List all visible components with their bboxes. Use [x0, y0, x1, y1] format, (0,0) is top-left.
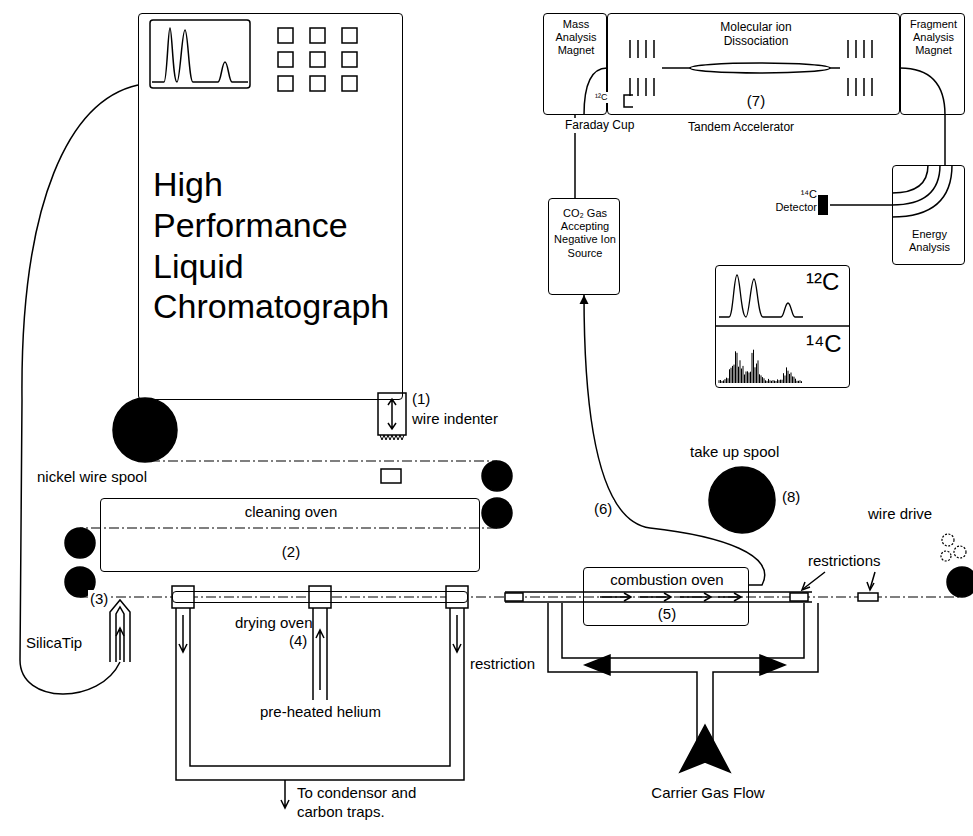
nickel-wire [80, 461, 962, 597]
drying-oven-tube: drying oven(4) [172, 591, 468, 603]
label: wire drive [866, 505, 934, 524]
ion-source-box: CO₂ Gas Accepting Negative Ion Source [548, 198, 620, 295]
energy-analyzer-arc [892, 165, 928, 193]
beam-line [945, 115, 946, 165]
gas-transfer-line [580, 295, 765, 585]
silicatip [110, 600, 130, 662]
label: pre-heated helium [258, 703, 383, 722]
oven-box: combustion oven (5) [583, 567, 749, 626]
flow-arrow [179, 615, 461, 652]
exhaust-pipe [176, 608, 464, 780]
label: (1) [410, 390, 432, 409]
label: Faraday Cup [563, 118, 636, 133]
restriction-tube [505, 593, 523, 601]
node-text: Mass Analysis Magnet [546, 18, 606, 58]
node-text: (4) [289, 632, 313, 650]
label: To condensor and carbon traps. [295, 784, 449, 822]
node-text: Molecular ion Dissociation [701, 20, 811, 49]
label: (3) [88, 590, 110, 609]
arrowhead [580, 295, 589, 304]
node-text: High Performance Liquid Chromatograph [153, 164, 401, 327]
node-text: Energy Analysis [895, 228, 964, 254]
label: SilicaTip [24, 634, 84, 653]
carrier-gas-arrow [585, 655, 610, 675]
indenter-anvil [381, 469, 401, 483]
detector-block [818, 195, 828, 215]
label: (8) [780, 488, 802, 507]
indenter-teeth [380, 435, 404, 440]
drying-oven-fittings [172, 586, 468, 608]
beam-line [830, 205, 892, 206]
label: restriction [468, 655, 537, 674]
oven-box: cleaning oven (2) [100, 498, 480, 572]
node-text: cleaning oven [101, 503, 481, 521]
label: wire indenter [410, 410, 500, 429]
node-text: (7) [745, 92, 767, 110]
wire-drive-gears [941, 534, 966, 561]
node-text: drying oven [235, 614, 325, 632]
accelerator-box: Molecular ion Dissociation(7)Tandem Acce… [607, 13, 900, 115]
node-text: CO₂ Gas Accepting Negative Ion Source [553, 207, 617, 260]
indenter-arrow [388, 399, 396, 429]
energy-analysis-box: Energy Analysis [892, 165, 965, 265]
energy-analyzer-arc [892, 165, 940, 205]
carrier-gas-pipe [548, 603, 818, 760]
combustion-flow-arrows [624, 593, 741, 601]
label: ¹²C [593, 92, 610, 103]
energy-analyzer-arc [892, 165, 952, 217]
label: Carrier Gas Flow [642, 784, 774, 803]
magnet-box: Fragment Analysis Magnet [900, 13, 965, 115]
carrier-gas-arrow [680, 725, 730, 772]
accelerator-plates [630, 40, 872, 96]
leader-arrowhead [802, 582, 874, 590]
node-text: combustion oven [584, 571, 750, 589]
faraday-cup [624, 95, 633, 107]
flow-arrow [316, 630, 324, 690]
label: nickel wire spool [35, 468, 149, 487]
spectra-panel: ¹²C ¹⁴C [715, 265, 850, 388]
label: take up spool [688, 443, 781, 462]
hplc-buttons [278, 28, 357, 91]
hplc-screen [150, 20, 250, 88]
node-text: Fragment Analysis Magnet [903, 18, 964, 58]
node-text: Tandem Accelerator [688, 120, 808, 134]
carrier-gas-arrow [760, 655, 785, 675]
leader-line [803, 572, 875, 589]
node-text: ¹⁴C Detector [770, 188, 817, 214]
combustion-tube [505, 592, 812, 602]
detector: ¹⁴C Detector [770, 182, 830, 228]
flow-arrow [116, 628, 124, 660]
label: restrictions [806, 552, 883, 571]
stripper-tube [690, 63, 830, 73]
node-text: ¹²C [806, 268, 848, 297]
beam-path [900, 68, 945, 115]
chromatogram-trace [152, 28, 248, 82]
beam-path [662, 67, 840, 69]
helium-pipe [313, 608, 327, 700]
rollers [65, 461, 973, 597]
node-text: ¹⁴C [806, 330, 848, 359]
take-up-spool [709, 467, 775, 533]
flow-arrow [281, 780, 289, 808]
nickel-wire-spool [113, 398, 177, 462]
restriction-tube [858, 593, 878, 601]
hplc-box: High Performance Liquid Chromatograph [138, 13, 403, 400]
node-text: (5) [584, 605, 750, 623]
node-text: (2) [101, 543, 481, 561]
restriction-tube [790, 593, 808, 601]
edge-label: (6) [592, 500, 614, 519]
hplc-tubing [20, 85, 138, 694]
